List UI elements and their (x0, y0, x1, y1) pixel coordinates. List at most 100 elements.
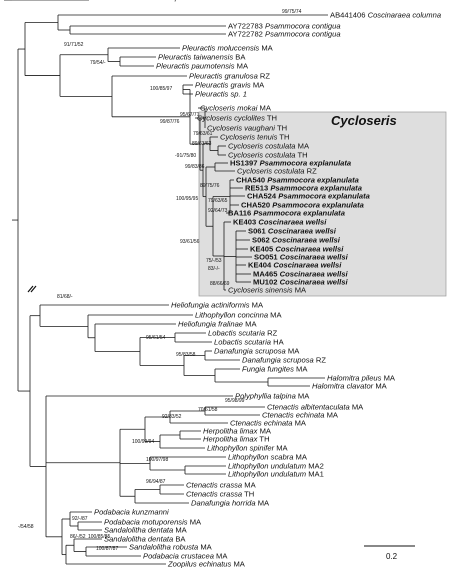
support-value: 70/61/58 (198, 407, 218, 413)
taxon-label: Herpolitha limax MA (203, 427, 272, 436)
taxon-label: Ctenactis echinata MA (230, 419, 307, 428)
taxon-label: Danafungia horrida MA (191, 499, 270, 508)
taxon-label: Cycloseris mokai MA (200, 104, 272, 113)
taxon-label: Lithophyllon undulatum MA2 (228, 462, 324, 471)
support-value: 89/75/76 (200, 183, 220, 189)
taxon-label: Ctenactis echinata MA (262, 411, 339, 420)
taxon-label: Lithophyllon undulatum MA1 (228, 470, 324, 479)
support-value: 89/63/63 (192, 141, 212, 147)
taxon-label: MA465 Coscinaraea wellsi (253, 270, 348, 279)
support-value: 91/71/52 (64, 42, 84, 48)
support-values: 99/75/74 91/71/52 79/54/- 100/85/97 99/87/76… (18, 9, 302, 552)
support-value: 99/83/86 (185, 164, 205, 170)
support-value: 79/63/61 (193, 131, 213, 137)
taxon-label: Lithophyllon scabra MA (228, 453, 308, 462)
taxon-label: KE405 Coscinaraea wellsi (250, 245, 344, 254)
taxon-label: S062 Coscinaraea wellsi (252, 236, 341, 245)
taxon-label: Ctenactis albitentaculata MA (267, 403, 364, 412)
support-value: 81/68/- (57, 294, 73, 300)
support-value: 96/94/87 (146, 479, 166, 485)
support-value: 86/-/52 (70, 534, 86, 540)
support-value: 75/-/53 (206, 258, 222, 264)
support-value: 100/85/85 (88, 534, 110, 540)
taxon-label: Sandalolitha dentata BA (104, 535, 186, 544)
taxon-label: MU102 Coscinaraea wellsi (253, 278, 348, 287)
taxon-label: Ctenactis crassa TH (186, 490, 254, 499)
taxon-label: Sandalolitha dentata MA (104, 526, 188, 535)
taxon-label: Ctenactis crassa MA (186, 481, 257, 490)
taxon-label: Pleuractis moluccensis MA (182, 44, 274, 53)
taxon-label: Cycloseris cyclolites TH (197, 114, 277, 123)
taxon-label: Zoopilus echinatus MA (167, 560, 246, 569)
taxon-label: Heliofungia actiniformis MA (171, 301, 264, 310)
taxon-label: Halomitra clavator MA (312, 382, 388, 391)
support-value: 99/87/76 (160, 119, 180, 125)
taxon-label: Herpolitha limax TH (203, 435, 270, 444)
taxon-label: Cycloseris costulata TH (228, 151, 308, 160)
taxon-label: AY722783 Psammocora contigua (228, 22, 341, 31)
taxon-label: Cycloseris costulata MA (228, 142, 310, 151)
taxon-label: HS1397 Psammocora explanulata (230, 159, 351, 168)
support-value: 95/98/99 (225, 398, 245, 404)
taxon-label: S061 Coscinaraea wellsi (248, 227, 337, 236)
taxon-label: AY722782 Psammocora contigua (228, 30, 341, 39)
taxon-label: Sandalolitha robusta MA (129, 543, 213, 552)
support-value: 95/61/54 (146, 335, 166, 341)
taxon-label: SO051 Coscinaraea wellsi (254, 253, 349, 262)
support-value: 79/63/65 (208, 198, 228, 204)
taxon-label: AB441406 Coscinaraea columna (330, 11, 441, 20)
taxon-label: KE403 Coscinaraea wellsi (233, 218, 327, 227)
taxon-label: Lobactis scutaria HA (214, 338, 285, 347)
support-value: 88/66/69 (210, 281, 230, 287)
support-value: -/54/58 (18, 524, 34, 530)
support-value: 93/61/56 (180, 239, 200, 245)
taxon-label: CHA524 Psammocora explanulata (247, 192, 370, 201)
taxon-label: Lithophyllon spinifer MA (207, 444, 289, 453)
taxon-label: Cycloseris costulata RZ (237, 167, 317, 176)
support-value: 100/95/95 (176, 196, 198, 202)
taxon-label: Fungia fungites MA (242, 365, 308, 374)
support-value: 100/87/87 (96, 546, 118, 552)
support-value: 95/67/71 (180, 112, 200, 118)
taxon-label: AY722781 Oulastrea crispata (91, 0, 190, 2)
support-value: 100/85/97 (150, 86, 172, 92)
taxon-label: CHA520 Psammocora explanulata (241, 201, 364, 210)
support-value: -91/75/80 (175, 153, 196, 159)
taxon-label: Cycloseris vaughani TH (207, 124, 287, 133)
taxon-label: Cycloseris tenuis TH (220, 133, 290, 142)
taxon-label: Pleuractis paumotensis MA (156, 62, 249, 71)
support-value: 92/-/87 (72, 516, 88, 522)
taxon-label: Cycloseris sinensis MA (228, 286, 307, 295)
taxon-label: Danafungia scruposa RZ (242, 356, 326, 365)
taxon-label: Podabacia motuporensis MA (104, 518, 202, 527)
taxon-label: RE513 Psammocora explanulata (245, 184, 362, 193)
support-value: 79/54/- (90, 60, 106, 66)
support-value: 100/99/94 (132, 439, 154, 445)
taxon-label: Pleuractis taiwanensis BA (158, 53, 246, 62)
taxon-label: KE404 Coscinaraea wellsi (248, 261, 342, 270)
taxon-label: Lithophyllon concinna MA (195, 311, 282, 320)
taxon-label: Heliofungia fralinae MA (178, 320, 257, 329)
tree-branches (4, 0, 328, 565)
taxon-label: Pleuractis sp. 1 (195, 90, 247, 99)
taxon-label: BA116 Psammocora explanulata (228, 209, 345, 218)
support-value: 83/-/- (208, 266, 220, 272)
taxon-label: Lobactis scutaria RZ (208, 329, 278, 338)
cycloseris-clade-label: Cycloseris (331, 113, 397, 128)
taxon-label: Polyphyllia talpina MA (235, 392, 310, 401)
support-value: 99/75/74 (282, 9, 302, 15)
taxon-label: Halomitra pileus MA (327, 374, 396, 383)
support-value: 92/64/73 (208, 208, 228, 214)
scale-bar-label: 0.2 (386, 552, 398, 561)
taxon-label: Podabacia crustacea MA (143, 552, 228, 561)
long-branch-break-mark (27, 285, 37, 293)
support-value: 100/97/98 (146, 457, 168, 463)
taxon-label: Pleuractis gravis MA (195, 81, 265, 90)
taxon-label: Podabacia kunzmanni (94, 508, 169, 517)
taxon-label: CHA540 Psammocora explanulata (236, 176, 359, 185)
support-value: 95/83/58 (176, 352, 196, 358)
support-value: 92/83/52 (162, 414, 182, 420)
taxon-label: Pleuractis granulosa RZ (189, 72, 270, 81)
